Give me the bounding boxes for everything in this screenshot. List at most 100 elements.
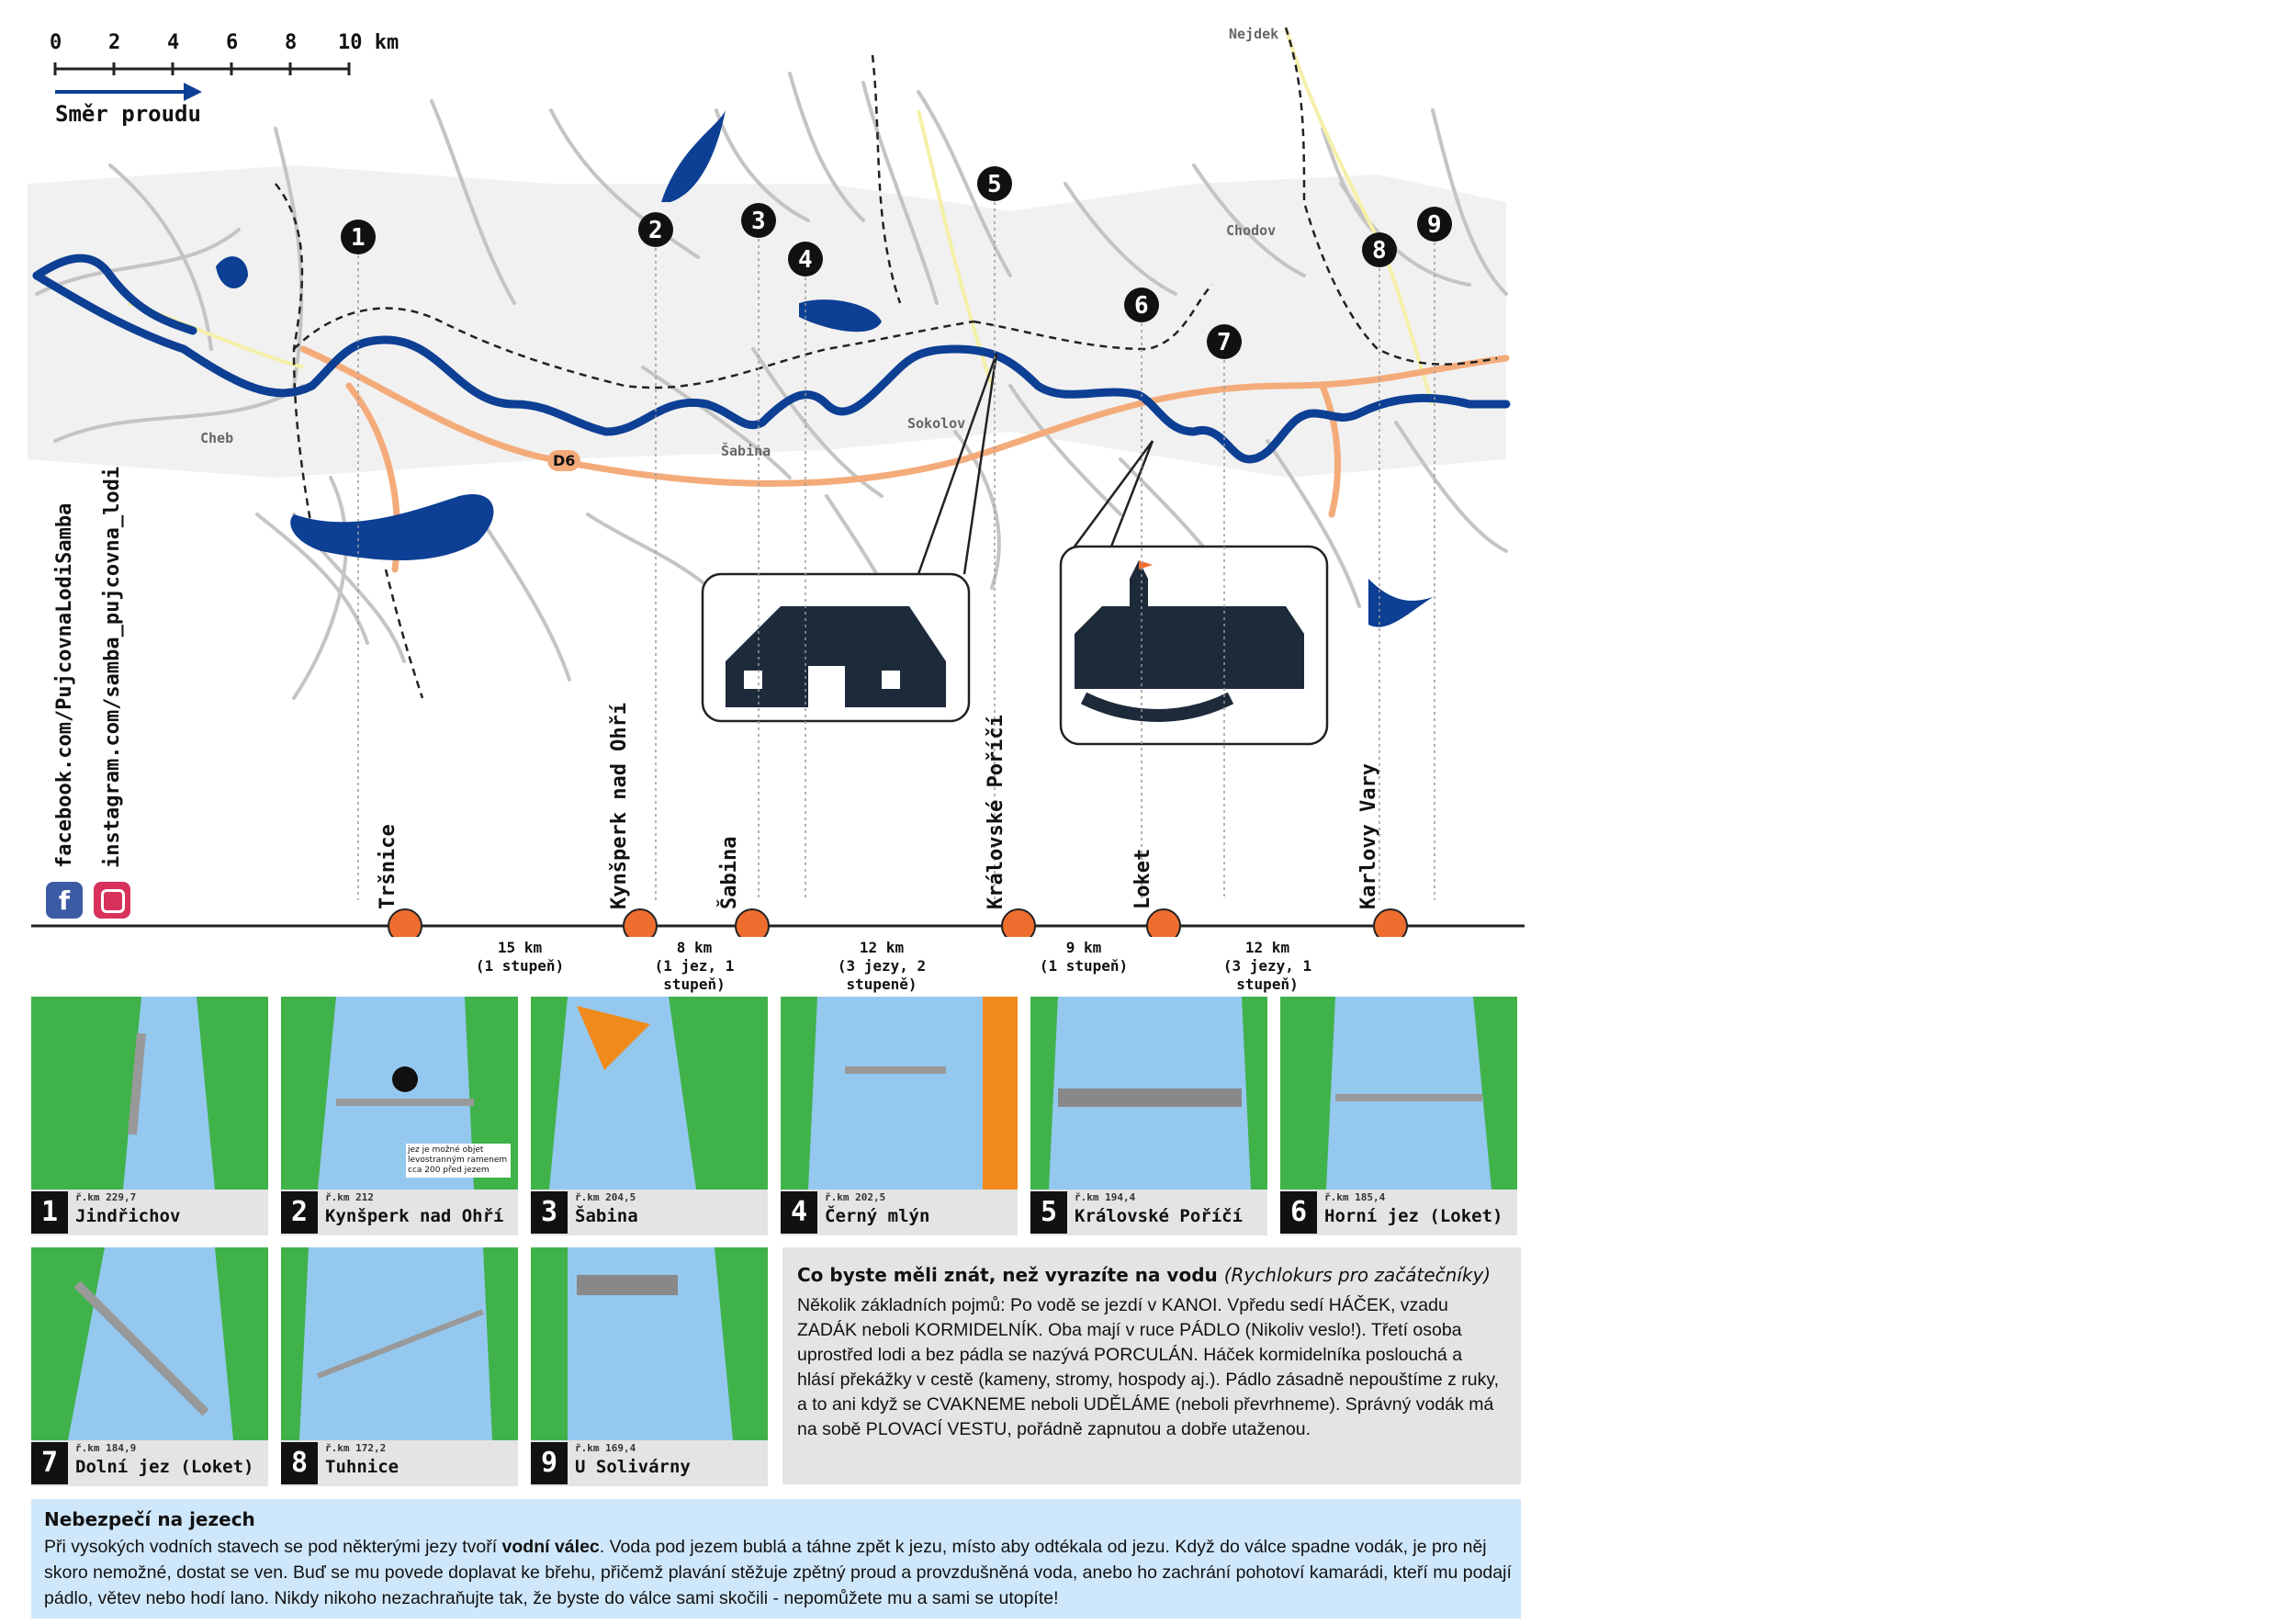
weir-card-5: 5 ř.km 194,4 Královské Poříčí: [1030, 997, 1267, 1235]
weir-diagram-9: [531, 1247, 768, 1440]
weir-number-7: 7: [31, 1442, 68, 1484]
scale-tick-10: 10 km: [338, 31, 400, 54]
info-title: Co byste měli znát, než vyrazíte na vodu…: [797, 1264, 1491, 1286]
scale-ticks: [53, 62, 351, 75]
distance-segment-3: 12 km(3 jezy, 2 stupeně): [837, 939, 927, 993]
weir-name-9: U Solivárny: [575, 1457, 691, 1477]
weir-card-1: 1 ř.km 229,7 Jindřichov: [31, 997, 268, 1235]
facebook-icon[interactable]: f: [46, 882, 83, 919]
station-dot-4: [1001, 908, 1036, 937]
marker-1: [341, 220, 376, 254]
road-network: [35, 72, 1508, 700]
weir-rkm-9: ř.km 169,4: [575, 1442, 636, 1454]
marker-2-label: 2: [648, 217, 663, 244]
weir-card-4: 4 ř.km 202,5 Černý mlýn: [781, 997, 1018, 1235]
marker-3-label: 3: [751, 208, 766, 235]
weir-number-3: 3: [531, 1191, 568, 1234]
weir-number-8: 8: [281, 1442, 318, 1484]
farmhouse-illustration: [726, 606, 946, 707]
marker-8-label: 8: [1372, 237, 1387, 265]
marker-4: [788, 242, 823, 276]
marker-4-label: 4: [798, 246, 813, 274]
info-subtitle: (Rychlokurs pro začátečníky): [1223, 1264, 1491, 1286]
weir-number-9: 9: [531, 1442, 568, 1484]
weir-rkm-3: ř.km 204,5: [575, 1191, 636, 1203]
weir-diagram-7: [31, 1247, 268, 1440]
station-dot-1: [388, 908, 422, 937]
weir-diagram-4: [781, 997, 1018, 1190]
ohre-river-upper: [32, 254, 197, 335]
facebook-handle: facebook.com/PujcovnaLodiSamba: [53, 502, 76, 868]
scale-tick-6: 6: [226, 31, 239, 54]
weir-rkm-1: ř.km 229,7: [75, 1191, 137, 1203]
weir-card-3: 3 ř.km 204,5 Šabina: [531, 997, 768, 1235]
weir-diagram-2: [281, 997, 518, 1190]
weir-card-6: 6 ř.km 185,4 Horní jez (Loket): [1280, 997, 1517, 1235]
weir-name-4: Černý mlýn: [825, 1206, 930, 1226]
station-sabina: Šabina: [718, 836, 741, 909]
marker-6: [1124, 288, 1159, 322]
ohre-river: [32, 271, 1511, 464]
weir-name-8: Tuhnice: [325, 1457, 400, 1477]
weir-number-4: 4: [781, 1191, 817, 1234]
station-trsnice: Tršnice: [377, 824, 400, 909]
distance-segment-2: 8 km(1 jez, 1 stupeň): [654, 939, 735, 993]
place-sabina: Šabina: [721, 443, 771, 459]
river-map: [28, 27, 1525, 937]
marker-2: [638, 212, 673, 247]
weir-note-2: jez je možné objet levostranným ramenem …: [406, 1144, 511, 1178]
weir-card-2: jez je možné objet levostranným ramenem …: [281, 997, 518, 1235]
weir-name-2: Kynšperk nad Ohří: [325, 1206, 504, 1226]
weir-number-2: 2: [281, 1191, 318, 1234]
weir-rkm-4: ř.km 202,5: [825, 1191, 886, 1203]
instagram-handle: instagram.com/samba_pujcovna_lodi: [101, 466, 124, 868]
weir-diagram-5: [1030, 997, 1267, 1190]
station-dot-2: [623, 908, 658, 937]
weir-name-5: Královské Poříčí: [1075, 1206, 1244, 1226]
weir-rkm-8: ř.km 172,2: [325, 1442, 387, 1454]
distance-segment-5: 12 km(3 jezy, 1 stupeň): [1222, 939, 1312, 993]
marker-7-label: 7: [1217, 329, 1232, 356]
highway-label-d6: D6: [547, 450, 581, 471]
place-sokolov: Sokolov: [907, 415, 966, 432]
scale-tick-2: 2: [108, 31, 121, 54]
station-dot-5: [1146, 908, 1181, 937]
danger-highlight: vodní válec: [501, 1537, 600, 1557]
scale-tick-8: 8: [285, 31, 298, 54]
marker-9: [1417, 207, 1452, 242]
place-chodov: Chodov: [1226, 222, 1277, 239]
station-dot-3: [735, 908, 770, 937]
weir-name-3: Šabina: [575, 1206, 638, 1226]
station-kralovske-porici: Královské Poříčí: [985, 715, 1007, 909]
beginner-info-panel: Co byste měli znát, než vyrazíte na vodu…: [782, 1247, 1521, 1484]
weir-diagram-3: [531, 997, 768, 1190]
instagram-icon[interactable]: [94, 882, 130, 919]
weir-diagram-8: [281, 1247, 518, 1440]
weir-number-5: 5: [1030, 1191, 1067, 1234]
weir-diagram-6: [1280, 997, 1517, 1190]
marker-9-label: 9: [1427, 211, 1442, 239]
danger-title: Nebezpečí na jezech: [44, 1508, 255, 1530]
distance-segment-4: 9 km(1 stupeň): [1039, 939, 1129, 975]
marker-3: [741, 203, 776, 238]
weir-name-1: Jindřichov: [75, 1206, 181, 1226]
marker-5-label: 5: [987, 171, 1002, 198]
station-karlovy-vary: Karlovy Vary: [1357, 763, 1380, 909]
weir-number-1: 1: [31, 1191, 68, 1234]
weir-name-7: Dolní jez (Loket): [75, 1457, 254, 1477]
weir-diagram-1: [31, 997, 268, 1190]
railway: [275, 27, 1498, 699]
place-cheb: Cheb: [200, 430, 234, 446]
weir-rkm-7: ř.km 184,9: [75, 1442, 137, 1454]
weir-name-6: Horní jez (Loket): [1324, 1206, 1503, 1226]
station-loket: Loket: [1131, 848, 1154, 909]
info-text: Několik základních pojmů: Po vodě se jez…: [797, 1295, 1500, 1439]
marker-6-label: 6: [1134, 292, 1149, 320]
weir-danger-panel: Nebezpečí na jezech Při vysokých vodních…: [31, 1499, 1521, 1618]
scale-tick-0: 0: [50, 31, 62, 54]
castle-illustration: [1075, 560, 1304, 722]
place-nejdek: Nejdek: [1229, 26, 1279, 42]
weir-card-9: 9 ř.km 169,4 U Solivárny: [531, 1247, 768, 1486]
flow-direction-label: Směr proudu: [55, 101, 201, 127]
weir-card-7: 7 ř.km 184,9 Dolní jez (Loket): [31, 1247, 268, 1486]
